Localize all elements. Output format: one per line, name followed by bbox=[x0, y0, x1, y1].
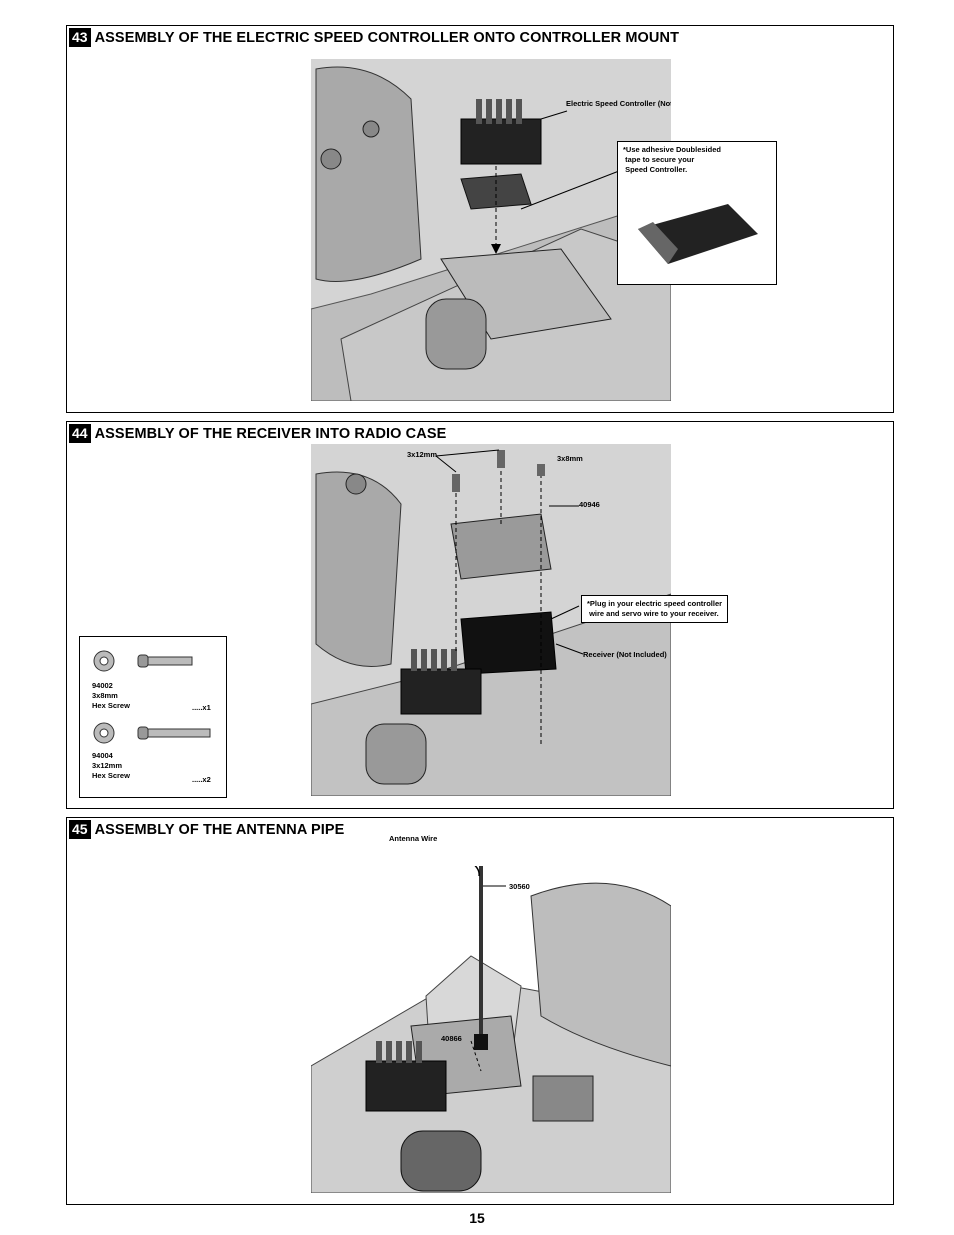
part-size: 3x8mm bbox=[92, 691, 118, 700]
step-43-header: 43 ASSEMBLY OF THE ELECTRIC SPEED CONTRO… bbox=[69, 28, 679, 47]
hex-screw-head-icon bbox=[137, 654, 149, 668]
step-44-panel: 44 ASSEMBLY OF THE RECEIVER INTO RADIO C… bbox=[66, 421, 894, 809]
step-44-header: 44 ASSEMBLY OF THE RECEIVER INTO RADIO C… bbox=[69, 424, 446, 443]
step-number: 44 bbox=[69, 424, 91, 443]
step-45-header: 45 ASSEMBLY OF THE ANTENNA PIPE bbox=[69, 820, 344, 839]
part-94004: 94004 3x12mm Hex Screw bbox=[92, 751, 130, 781]
note-line-3: Speed Controller. bbox=[623, 165, 688, 174]
parts-icons bbox=[93, 650, 211, 744]
antenna-wire-label: Antenna Wire bbox=[389, 834, 438, 843]
part-name: Hex Screw bbox=[92, 771, 130, 780]
note-line-2: tape to secure your bbox=[623, 155, 695, 164]
part-code: 94004 bbox=[92, 751, 113, 760]
part-qty: .....x2 bbox=[192, 775, 211, 784]
antenna-assembly-illustration: 30560 40866 bbox=[311, 866, 671, 1193]
step-45-panel: 45 ASSEMBLY OF THE ANTENNA PIPE 30560 4 bbox=[66, 817, 894, 1205]
note-line-1: *Use adhesive Doublesided bbox=[623, 145, 721, 154]
adhesive-note-box: *Use adhesive Doublesided tape to secure… bbox=[617, 141, 777, 285]
part-name: Hex Screw bbox=[92, 701, 130, 710]
step-title: ASSEMBLY OF THE ANTENNA PIPE bbox=[94, 821, 345, 838]
step-number: 43 bbox=[69, 28, 91, 47]
chassis-drawing bbox=[311, 59, 671, 401]
step-number: 45 bbox=[69, 820, 91, 839]
plug-in-note-box: *Plug in your electric speed controller … bbox=[581, 595, 729, 623]
step-title: ASSEMBLY OF THE RECEIVER INTO RADIO CASE bbox=[94, 425, 447, 442]
chassis-drawing bbox=[311, 444, 671, 796]
esc-assembly-illustration: Electric Speed Controller (Not Included) bbox=[311, 59, 671, 401]
parts-list-box: 94002 3x8mm Hex Screw .....x1 94004 3x12… bbox=[79, 636, 227, 798]
adhesive-tape-icon bbox=[638, 204, 758, 264]
screw-3x12-label: 3x12mm bbox=[407, 450, 438, 459]
note-line-2: wire and servo wire to your receiver. bbox=[587, 609, 719, 618]
pipe-part-label: 30560 bbox=[509, 882, 530, 891]
receiver-assembly-illustration: 3x12mm 3x8mm 40946 Receiver (Not Include… bbox=[311, 444, 671, 796]
part-94002: 94002 3x8mm Hex Screw bbox=[92, 681, 130, 711]
part-code: 94002 bbox=[92, 681, 113, 690]
note-line-1: *Plug in your electric speed controller bbox=[587, 599, 723, 608]
step-43-panel: 43 ASSEMBLY OF THE ELECTRIC SPEED CONTRO… bbox=[66, 25, 894, 413]
page-number: 15 bbox=[469, 1210, 485, 1226]
antenna-pipe-drawing bbox=[479, 866, 483, 1034]
receiver-label: Receiver (Not Included) bbox=[583, 650, 667, 659]
chassis-drawing bbox=[311, 866, 671, 1193]
radio-case-part-label: 40946 bbox=[579, 500, 600, 509]
screw-3x8-label: 3x8mm bbox=[557, 454, 583, 463]
step-title: ASSEMBLY OF THE ELECTRIC SPEED CONTROLLE… bbox=[94, 29, 680, 46]
part-size: 3x12mm bbox=[92, 761, 123, 770]
cap-part-label: 40866 bbox=[441, 1034, 462, 1043]
esc-label: Electric Speed Controller (Not Included) bbox=[566, 99, 671, 108]
part-qty: .....x1 bbox=[192, 703, 211, 712]
